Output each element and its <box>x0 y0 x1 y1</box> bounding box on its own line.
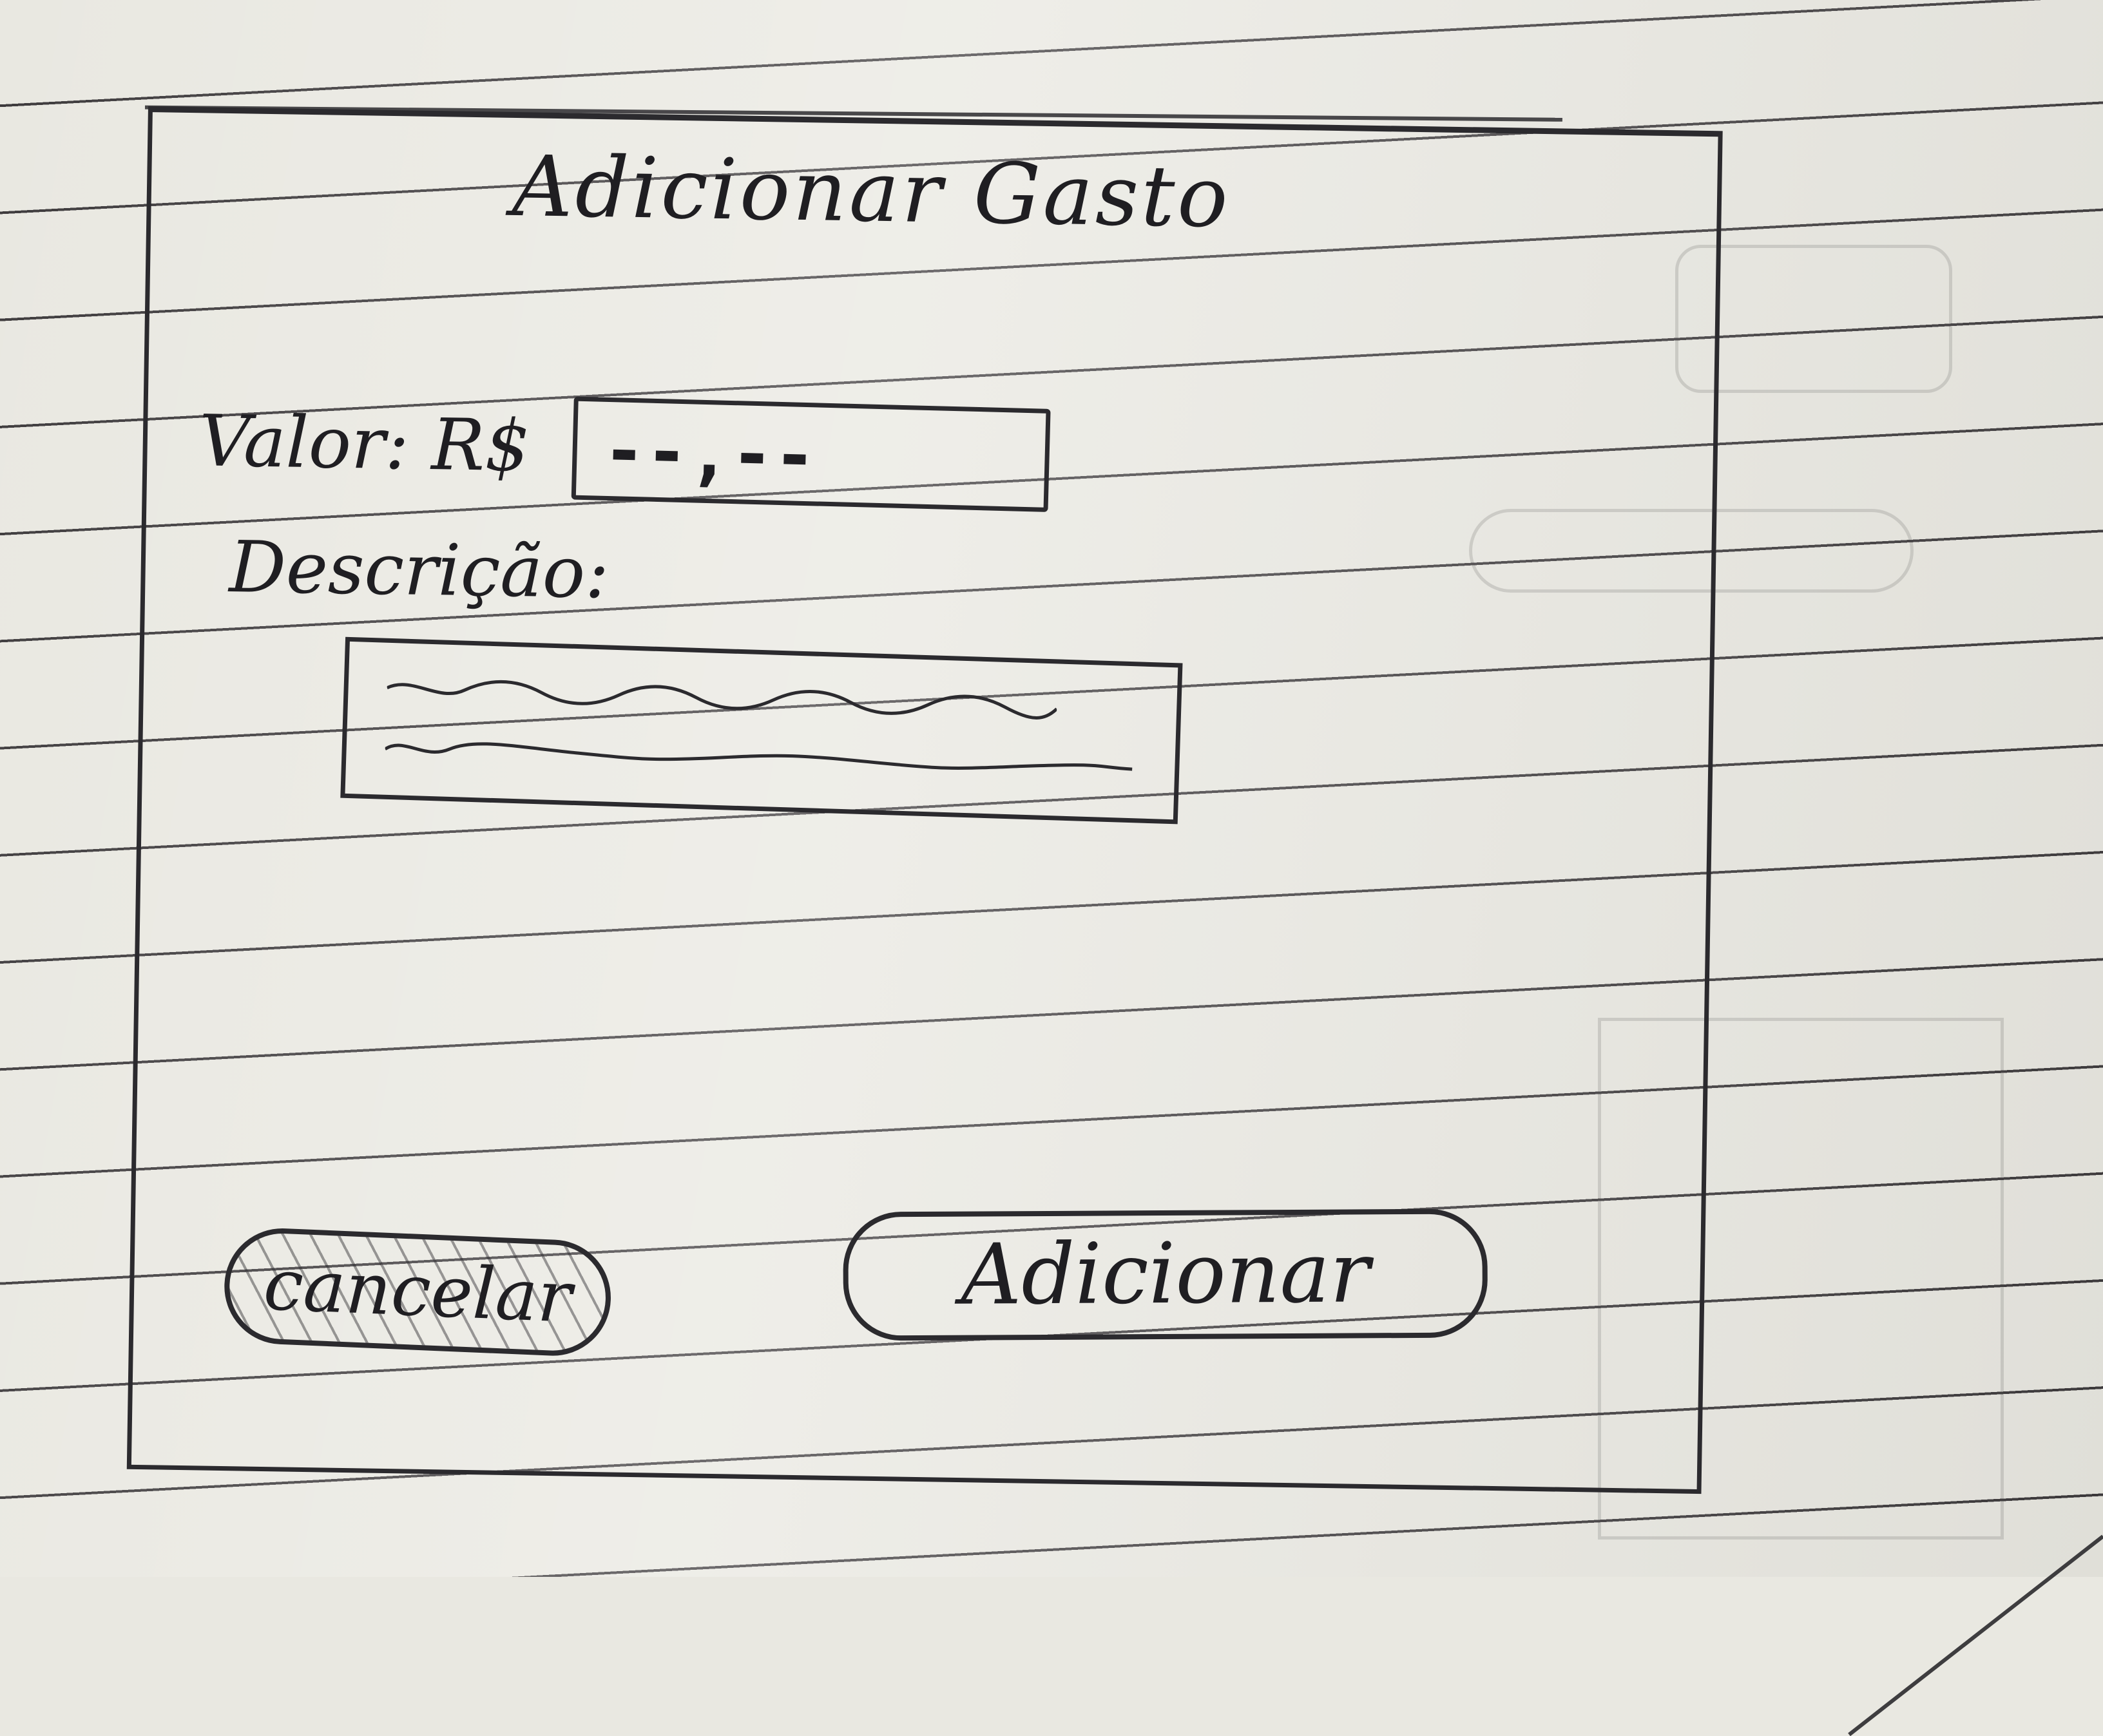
descricao-label: Descrição: <box>228 526 610 615</box>
placeholder-scribble-line-2 <box>385 742 1133 771</box>
descricao-textarea[interactable] <box>340 636 1183 825</box>
valor-label: Valor: R$ <box>198 399 531 488</box>
valor-input[interactable]: --,-- <box>571 396 1051 512</box>
window-title: Adicionar Gasto <box>511 137 1231 247</box>
cancel-button[interactable]: cancelar <box>222 1226 613 1359</box>
placeholder-scribble-line-1 <box>387 680 1057 720</box>
add-button[interactable]: Adicionar <box>843 1208 1488 1341</box>
add-expense-window: Adicionar Gasto Valor: R$ --,-- Descriçã… <box>126 106 1723 1494</box>
